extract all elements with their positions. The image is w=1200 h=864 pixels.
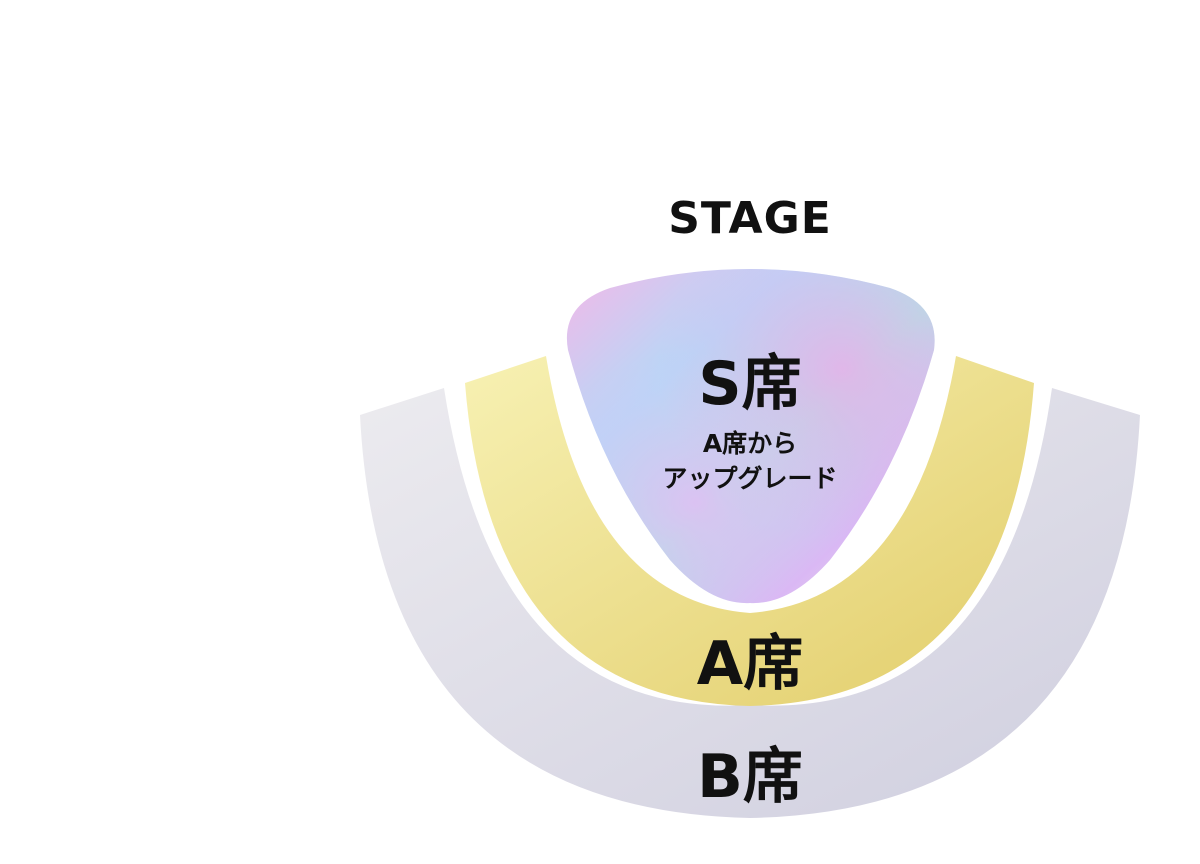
zone-a[interactable] — [465, 356, 1034, 706]
stage-label: STAGE — [668, 193, 832, 244]
zone-b-label: B席 — [697, 742, 803, 812]
zone-b[interactable] — [360, 388, 1140, 818]
zone-s-note-line1: A席から — [703, 429, 797, 458]
zone-s-sheen-2 — [566, 269, 935, 604]
zone-a-label: A席 — [697, 629, 803, 699]
zone-s-label: S席 — [698, 349, 801, 419]
zone-s-note-line2: アップグレード — [662, 464, 837, 493]
